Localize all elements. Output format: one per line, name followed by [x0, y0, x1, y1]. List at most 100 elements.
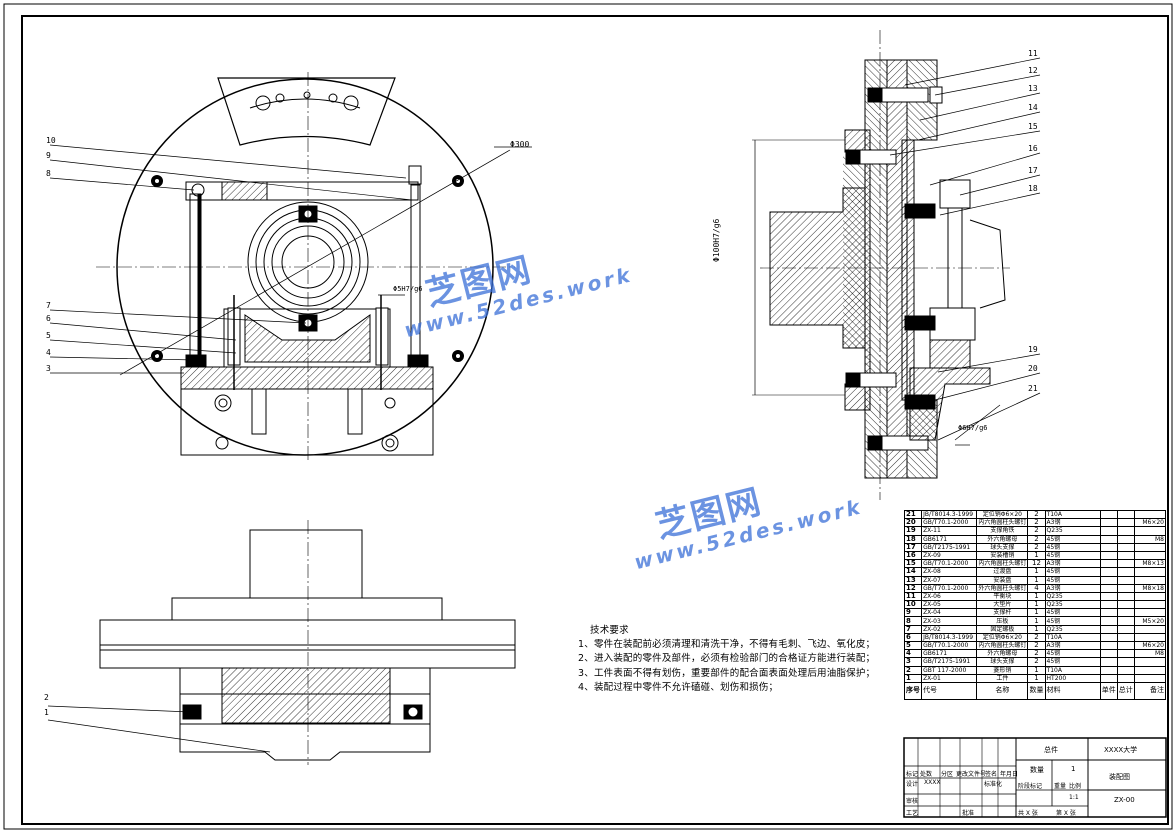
bom-cell-remark: [1133, 673, 1167, 683]
bom-cell-remark: [1133, 624, 1167, 634]
leader-7: 7: [46, 301, 51, 310]
qty-value: 1: [1071, 765, 1076, 773]
bom-cell-weight: [1116, 559, 1135, 569]
bom-cell-name: 安装槽销: [976, 550, 1029, 561]
bom-cell-weight: [1099, 608, 1118, 618]
bom-cell-weight: [1116, 509, 1135, 520]
bom-cell-no: 14: [903, 567, 923, 577]
top-view: [99, 520, 516, 765]
bom-cell-qty: 1: [1027, 600, 1046, 610]
bom-cell-weight: [1116, 567, 1135, 577]
bom-cell-name: 压板: [976, 616, 1029, 626]
bom-cell-no: 16: [903, 550, 923, 561]
bom-cell-material: 45钢: [1044, 649, 1101, 659]
bom-cell-remark: [1133, 600, 1167, 610]
side-view: [752, 30, 1010, 500]
bom-cell-qty: 4: [1027, 583, 1046, 593]
bom-cell-no: 17: [903, 542, 923, 552]
bom-cell-no: 2: [903, 665, 923, 675]
bom-cell-material: Q235: [1044, 624, 1101, 634]
bom-cell-code: ZX-05: [921, 600, 978, 610]
bom-cell-material: A3钢: [1044, 640, 1101, 651]
bom-cell-remark: [1133, 567, 1167, 577]
tech-req-item: 4、装配过程中零件不允许磕碰、划伤和损伤；: [578, 681, 779, 693]
leader-21: 21: [1028, 384, 1038, 393]
bom-cell-name: 内六角圆柱头螺钉: [976, 559, 1029, 569]
bom-cell-weight: [1099, 583, 1118, 593]
bom-cell-weight: [1099, 559, 1118, 569]
qty-label: 数量: [1030, 766, 1044, 774]
bom-cell-qty: 1: [1027, 567, 1046, 577]
bom-cell-remark: [1133, 608, 1167, 618]
bom-cell-qty: 2: [1027, 526, 1046, 536]
tech-req-heading: 技术要求: [590, 625, 629, 636]
bom-cell-material: 45钢: [1044, 657, 1101, 667]
bom-header-remark: 备注: [1133, 681, 1167, 700]
bom-cell-name: 固定螺板: [976, 624, 1029, 634]
dim-d6h7: Φ6H7/g6: [958, 424, 988, 432]
bom-cell-code: ZX-03: [921, 616, 978, 626]
bom-cell-code: GB6171: [921, 649, 978, 659]
bom-cell-qty: 1: [1027, 575, 1046, 585]
designer-value: XXXX: [924, 779, 941, 786]
bom-cell-qty: 1: [1027, 616, 1046, 626]
bom-cell-remark: [1133, 591, 1167, 602]
bom-cell-material: 45钢: [1044, 616, 1101, 626]
bom-cell-weight: [1099, 624, 1118, 634]
date-label: 年月日: [1000, 771, 1019, 778]
bom-cell-no: 8: [903, 616, 923, 626]
bom-cell-material: T10A: [1044, 509, 1101, 520]
bom-cell-code: GB/T70.1-2000: [921, 583, 978, 593]
leader-18: 18: [1028, 184, 1038, 193]
leader-8: 8: [46, 169, 51, 178]
bom-header-unit_weight: 单件: [1099, 681, 1118, 700]
bom-cell-no: 6: [903, 632, 923, 643]
bom-cell-no: 21: [903, 509, 923, 520]
bom-cell-weight: [1099, 591, 1118, 602]
bom-cell-code: GB/T70.1-2000: [921, 518, 978, 528]
bom-cell-no: 12: [903, 583, 923, 593]
bom-cell-qty: 2: [1027, 542, 1046, 552]
sign-label: 签名: [985, 771, 998, 778]
bom-cell-name: 大垫片: [976, 600, 1029, 610]
scale-label: 比例: [1069, 783, 1082, 790]
leader-17: 17: [1028, 166, 1038, 175]
bom-cell-name: 内六角圆柱头螺钉: [976, 640, 1029, 651]
bom-header-material: 材料: [1044, 681, 1101, 700]
bom-cell-code: ZX-06: [921, 591, 978, 602]
bom-cell-name: 菱形销: [976, 665, 1029, 675]
bom-cell-code: ZX-08: [921, 567, 978, 577]
bom-cell-code: GB/T2175-1991: [921, 657, 978, 667]
bom-cell-qty: 2: [1027, 509, 1046, 520]
bom-cell-qty: 2: [1027, 632, 1046, 643]
leader-3: 3: [46, 364, 51, 373]
bom-cell-name: 平衡块: [976, 591, 1029, 602]
bom-cell-weight: [1116, 616, 1135, 626]
bom-header-code: 代号: [921, 681, 978, 700]
bom-cell-no: 10: [903, 600, 923, 610]
bom-cell-material: 45钢: [1044, 567, 1101, 577]
bom-cell-name: 外六角圆柱头螺钉: [976, 583, 1029, 593]
bom-cell-qty: 2: [1027, 649, 1046, 659]
bom-cell-code: GB/T70.1-2000: [921, 559, 978, 569]
tech-req-item: 1、零件在装配前必须清理和清洗干净，不得有毛刺、飞边、氧化皮；: [578, 639, 876, 651]
bom-cell-name: 过渡盘: [976, 567, 1029, 577]
sheet-no: 第 X 张: [1056, 810, 1076, 817]
company-name: XXXX大学: [1104, 746, 1138, 754]
bom-cell-weight: [1116, 632, 1135, 643]
bom-cell-weight: [1116, 657, 1135, 667]
bom-cell-qty: 2: [1027, 534, 1046, 544]
bom-cell-material: A3钢: [1044, 583, 1101, 593]
bom-cell-name: 支撑杆: [976, 608, 1029, 618]
